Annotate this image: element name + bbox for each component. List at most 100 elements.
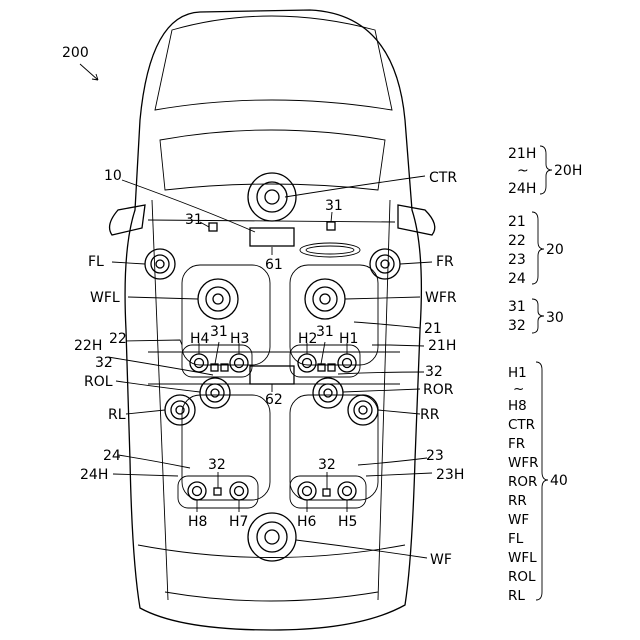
speaker-h1 (338, 354, 356, 372)
speaker-rol (200, 378, 230, 408)
label-32-right: 32 (425, 364, 443, 380)
label-h4: H4 (190, 331, 210, 347)
label-22: 22 (109, 331, 127, 347)
speaker-ror (313, 378, 343, 408)
legend-20H-bottom: 24H (508, 181, 536, 197)
speaker-rl (165, 395, 195, 425)
legend-40-brace (536, 362, 548, 600)
legend-40-item-4: CTR (508, 417, 535, 433)
label-h3: H3 (230, 331, 249, 347)
speakers (145, 173, 400, 561)
legend-20H-top: 21H (508, 146, 536, 162)
label-31-fl-seat: 31 (210, 324, 228, 340)
label-h1: H1 (339, 331, 358, 347)
speaker-h8 (188, 482, 206, 500)
speaker-ctr (248, 173, 296, 221)
speaker-wfl (198, 279, 238, 319)
speaker-h6 (298, 482, 316, 500)
legend-20-brace (532, 212, 544, 284)
label-31-fr-seat: 31 (316, 324, 334, 340)
label-22H: 22H (74, 338, 102, 354)
dash-emblem (300, 243, 360, 257)
label-32-rl-seat: 32 (208, 457, 226, 473)
legend-30-brace (532, 299, 544, 333)
label-wf: WF (430, 552, 452, 568)
label-h8: H8 (188, 514, 207, 530)
legend-40-item-3: H8 (508, 398, 527, 414)
label-24H: 24H (80, 467, 108, 483)
sensor-31-front-right (327, 222, 335, 230)
label-ctr: CTR (429, 170, 457, 186)
label-31-front-left: 31 (185, 212, 203, 228)
legend-20-item-2: 22 (508, 233, 526, 249)
legend-20H-group: 20H (554, 163, 582, 179)
label-23H: 23H (436, 467, 464, 483)
car-body (110, 10, 435, 630)
label-rl: RL (108, 407, 126, 423)
speaker-h5 (338, 482, 356, 500)
legend-20-group: 20 (546, 242, 564, 258)
legend-30-item-1: 31 (508, 299, 526, 315)
legend: 21H ~ 24H 20H 21 22 23 24 20 31 32 30 H1… (508, 146, 582, 604)
label-23: 23 (426, 448, 444, 464)
legend-40-item-2: ~ (513, 381, 524, 397)
legend-30-group: 30 (546, 310, 564, 326)
figure-ref-arrow (80, 64, 98, 80)
speaker-wf (248, 513, 296, 561)
legend-40-item-13: RL (508, 588, 525, 604)
headrest-speakers (188, 354, 356, 500)
label-10: 10 (104, 168, 122, 184)
headrest-23H (290, 476, 366, 508)
sensor-32-rl-seat (214, 488, 221, 495)
display-62 (250, 366, 294, 384)
seat-rear-right (290, 395, 378, 500)
speaker-fl (145, 249, 175, 279)
sensor-32-rr-seat (323, 489, 330, 496)
speaker-h4 (190, 354, 208, 372)
legend-20H-brace (540, 146, 552, 194)
label-wfr: WFR (425, 290, 457, 306)
seat-front-right (290, 265, 378, 365)
speaker-h2 (298, 354, 316, 372)
label-h5: H5 (338, 514, 357, 530)
leader-lines (108, 176, 432, 558)
speaker-fr (370, 249, 400, 279)
speaker-h7 (230, 482, 248, 500)
speaker-h3 (230, 354, 248, 372)
label-21: 21 (424, 321, 442, 337)
legend-20-item-3: 23 (508, 252, 526, 268)
label-wfl: WFL (90, 290, 120, 306)
legend-20-item-4: 24 (508, 271, 526, 287)
legend-40-group: 40 (550, 473, 568, 489)
legend-40-item-10: FL (508, 531, 524, 547)
legend-40-item-1: H1 (508, 365, 527, 381)
label-24: 24 (103, 448, 121, 464)
label-h2: H2 (298, 331, 317, 347)
legend-40-item-6: WFR (508, 455, 539, 471)
legend-40-item-5: FR (508, 436, 525, 452)
left-mirror (110, 205, 145, 235)
label-21H: 21H (428, 338, 456, 354)
label-h6: H6 (297, 514, 317, 530)
speaker-rr (348, 395, 378, 425)
sensor-31-front-left (209, 223, 217, 231)
legend-40-item-7: ROR (508, 474, 537, 490)
label-rol: ROL (84, 374, 113, 390)
label-rr: RR (420, 407, 440, 423)
legend-20-item-1: 21 (508, 214, 526, 230)
display-61 (250, 228, 294, 246)
legend-20H-tilde: ~ (517, 163, 529, 179)
legend-40-item-11: WFL (508, 550, 537, 566)
legend-40-item-8: RR (508, 493, 527, 509)
label-32-left: 32 (95, 355, 113, 371)
label-fr: FR (436, 254, 454, 270)
label-fl: FL (88, 254, 104, 270)
label-32-rr-seat: 32 (318, 457, 336, 473)
legend-40-item-12: ROL (508, 569, 536, 585)
seats (148, 265, 400, 508)
legend-30-item-2: 32 (508, 318, 526, 334)
legend-40-item-9: WF (508, 512, 529, 528)
label-62: 62 (265, 392, 283, 408)
label-ror: ROR (423, 382, 454, 398)
